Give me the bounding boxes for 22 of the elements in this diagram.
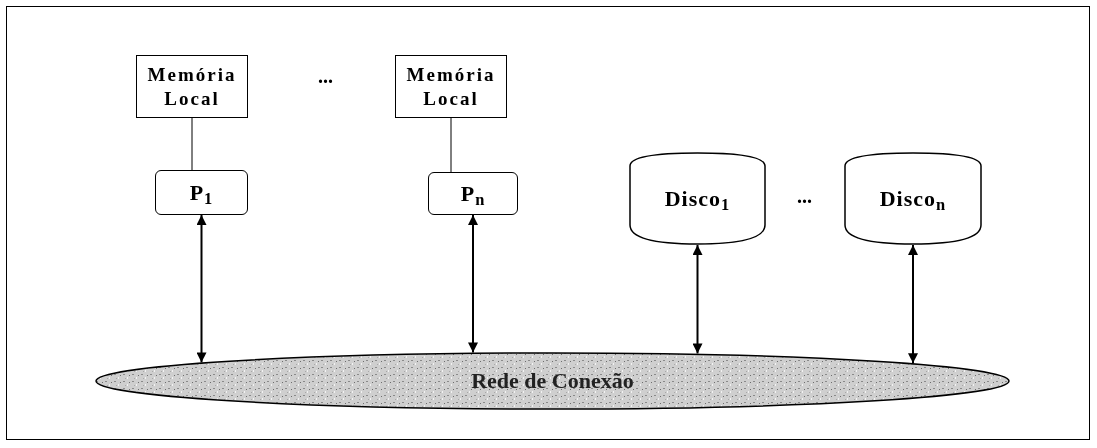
memory-box (136, 55, 248, 118)
double-arrow (692, 244, 703, 355)
disk-cylinder (629, 152, 766, 245)
node-label: Disco$_{1}$ (664, 184, 731, 213)
disk-cylinder (844, 152, 982, 245)
node-label: Rede de Conexão (471, 367, 634, 395)
connector-line (191, 117, 193, 171)
node-label: P$_{n}$ (460, 179, 486, 208)
ellipsis-text: ... (797, 186, 812, 206)
network-ellipse (95, 352, 1010, 410)
node-label: P$_{1}$ (189, 178, 214, 207)
node-label: Memória Local (146, 62, 238, 111)
double-arrow (908, 244, 918, 365)
node-label: Memória Local (405, 62, 497, 111)
processor-box (155, 170, 248, 215)
ellipsis-text: ... (318, 66, 333, 86)
processor-box (428, 172, 518, 215)
node-label: Disco$_{n}$ (879, 184, 947, 213)
memory-box (395, 55, 507, 118)
double-arrow (196, 214, 207, 364)
connector-line (450, 117, 452, 173)
double-arrow (468, 214, 478, 354)
